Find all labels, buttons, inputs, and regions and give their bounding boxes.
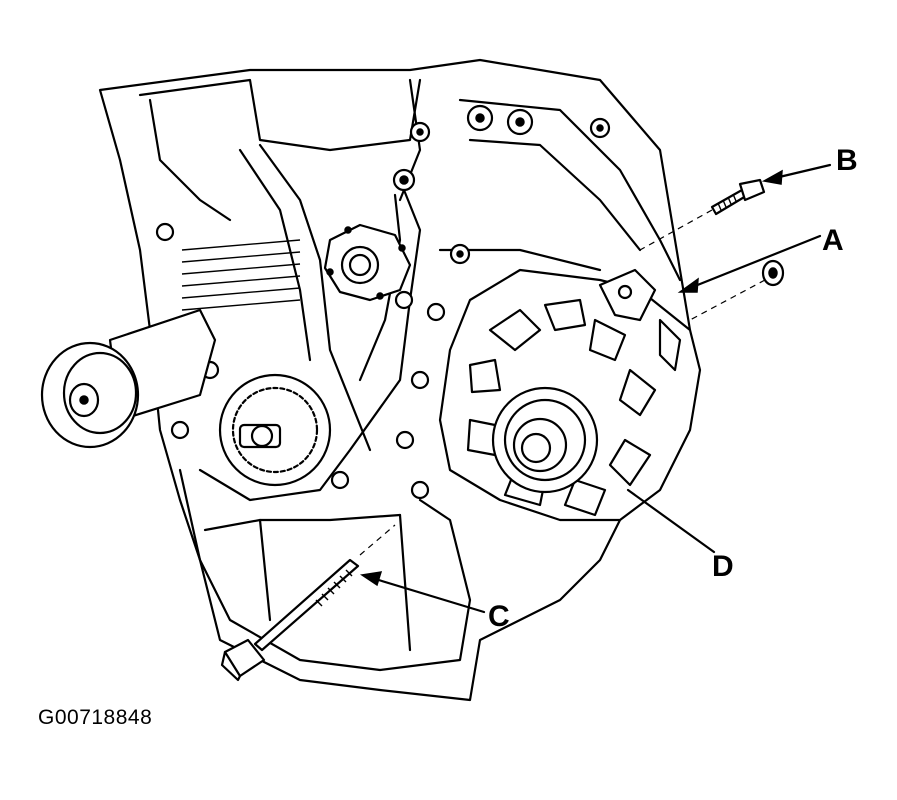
alternator-vents (466, 298, 682, 517)
engine-block-icon (98, 58, 692, 702)
bolt-icon (710, 178, 766, 216)
callout-b-label: B (836, 144, 858, 177)
nut-icon (761, 259, 785, 287)
pulley-icon (40, 308, 217, 449)
callout-d-label: D (712, 550, 734, 583)
callout-a-label: A (822, 224, 844, 257)
leader-lines (359, 163, 832, 614)
alternator-icon (438, 268, 702, 522)
long-bolt-icon (220, 558, 360, 682)
crankshaft-sprocket (218, 373, 332, 487)
figure-id: G00718848 (38, 706, 153, 729)
block-fasteners (155, 104, 611, 500)
alignment-lines (359, 209, 766, 556)
callout-c-label: C (488, 600, 510, 633)
alternator-pulley (491, 386, 599, 494)
cooling-fins (181, 239, 301, 311)
water-pump-flange (323, 223, 412, 302)
